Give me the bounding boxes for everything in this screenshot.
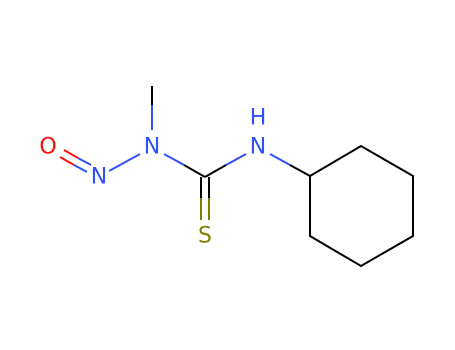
c-s-double-bond	[200, 177, 210, 220]
cyclohexane-ring	[309, 144, 414, 268]
n-n-bond	[108, 153, 141, 172]
n-o-double-bond	[59, 149, 92, 173]
c-nh-bond	[204, 153, 247, 178]
nh-cyclohexyl-bond	[269, 153, 311, 177]
nitroso-nitrogen-label: N	[91, 165, 107, 190]
amine-hydrogen-label: H	[250, 106, 267, 131]
amine-nitrogen-label: N	[250, 135, 266, 160]
amide-nitrogen-label: N	[144, 135, 160, 160]
sulfur-atom-label: S	[198, 224, 212, 249]
oxygen-atom-label: O	[39, 135, 56, 160]
n-c-thiocarbonyl-bond	[163, 153, 206, 178]
